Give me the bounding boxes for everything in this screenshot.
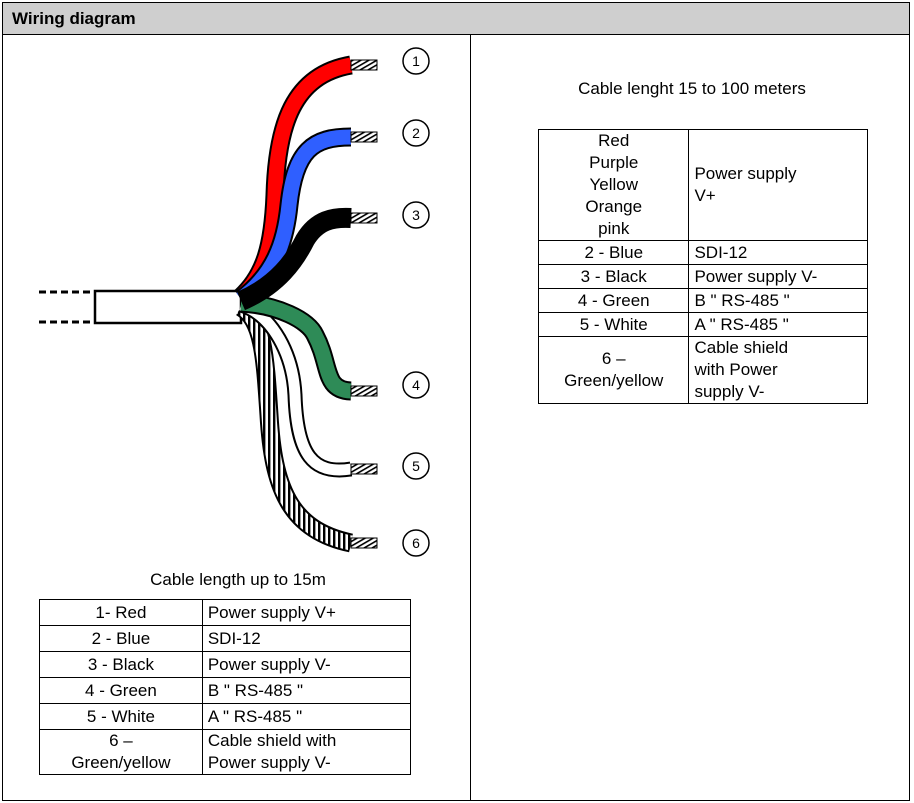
- wire-3-black: [236, 207, 352, 311]
- left-wiring-table: 1- Red Power supply V+ 2 - Blue SDI-12 3…: [39, 599, 412, 775]
- wire-cell: 5 - White: [537, 312, 690, 337]
- wire-number-3: 3: [402, 201, 430, 229]
- svg-text:2: 2: [412, 125, 420, 141]
- table-row: 2 - Blue SDI-12: [39, 625, 412, 652]
- function-cell: Power supply V+: [688, 129, 868, 241]
- svg-text:3: 3: [412, 207, 420, 223]
- wire-cell: 1- Red: [39, 599, 203, 626]
- function-cell: Power supply V+: [201, 599, 412, 626]
- cable-jacket: [93, 289, 243, 325]
- function-cell: A " RS-485 ": [688, 312, 868, 337]
- function-cell: Power supply V-: [201, 651, 412, 678]
- wire-number-6: 6: [402, 529, 430, 557]
- table-row: 5 - White A " RS-485 ": [537, 312, 868, 337]
- table-row: 2 - Blue SDI-12: [537, 240, 868, 265]
- wire-cell: 6 – Green/yellow: [39, 729, 203, 775]
- wire-number-1: 1: [402, 47, 430, 75]
- table-row: Red Purple Yellow Orange pink Power supp…: [537, 129, 868, 241]
- table-row: 4 - Green B " RS-485 ": [39, 677, 412, 704]
- wire-cell: 5 - White: [39, 703, 203, 730]
- wire-cell: 3 - Black: [39, 651, 203, 678]
- svg-text:5: 5: [412, 458, 420, 474]
- function-cell: Cable shield with Power supply V-: [688, 336, 868, 404]
- svg-text:6: 6: [412, 535, 420, 551]
- svg-text:1: 1: [412, 53, 420, 69]
- wire-4-tip: [350, 385, 378, 397]
- table-row: 6 – Green/yellow Cable shield with Power…: [537, 336, 868, 404]
- wire-number-2: 2: [402, 119, 430, 147]
- table-row: 1- Red Power supply V+: [39, 599, 412, 626]
- function-cell: A " RS-485 ": [201, 703, 412, 730]
- function-cell: B " RS-485 ": [201, 677, 412, 704]
- cable-wiring-drawing: 1 2 3 4 5 6: [39, 47, 430, 557]
- function-cell: SDI-12: [201, 625, 412, 652]
- wire-cell: Red Purple Yellow Orange pink: [537, 129, 690, 241]
- wire-cell: 3 - Black: [537, 264, 690, 289]
- column-divider: [470, 35, 471, 800]
- right-table-caption: Cable lenght 15 to 100 meters: [578, 79, 806, 98]
- left-table-caption: Cable length up to 15m: [150, 570, 326, 589]
- table-row: 3 - Black Power supply V-: [39, 651, 412, 678]
- wire-cell: 2 - Blue: [39, 625, 203, 652]
- function-cell: B " RS-485 ": [688, 288, 868, 313]
- wire-3-tip: [350, 212, 378, 224]
- table-row: 3 - Black Power supply V-: [537, 264, 868, 289]
- right-wiring-table: Red Purple Yellow Orange pink Power supp…: [537, 129, 868, 404]
- wire-6-tip: [350, 537, 378, 549]
- svg-text:4: 4: [412, 377, 420, 393]
- wire-5-tip: [350, 463, 378, 475]
- wire-number-5: 5: [402, 452, 430, 480]
- wire-cell: 6 – Green/yellow: [537, 336, 690, 404]
- page-title: Wiring diagram: [12, 9, 136, 28]
- table-row: 5 - White A " RS-485 ": [39, 703, 412, 730]
- title-bar: Wiring diagram: [3, 3, 909, 35]
- wire-1-tip: [350, 59, 378, 71]
- wire-cell: 4 - Green: [537, 288, 690, 313]
- table-row: 4 - Green B " RS-485 ": [537, 288, 868, 313]
- wire-number-4: 4: [402, 371, 430, 399]
- function-cell: Power supply V-: [688, 264, 868, 289]
- wire-cell: 4 - Green: [39, 677, 203, 704]
- function-cell: SDI-12: [688, 240, 868, 265]
- function-cell: Cable shield with Power supply V-: [201, 729, 412, 775]
- table-row: 6 – Green/yellow Cable shield with Power…: [39, 729, 412, 775]
- wire-2-tip: [350, 131, 378, 143]
- wire-cell: 2 - Blue: [537, 240, 690, 265]
